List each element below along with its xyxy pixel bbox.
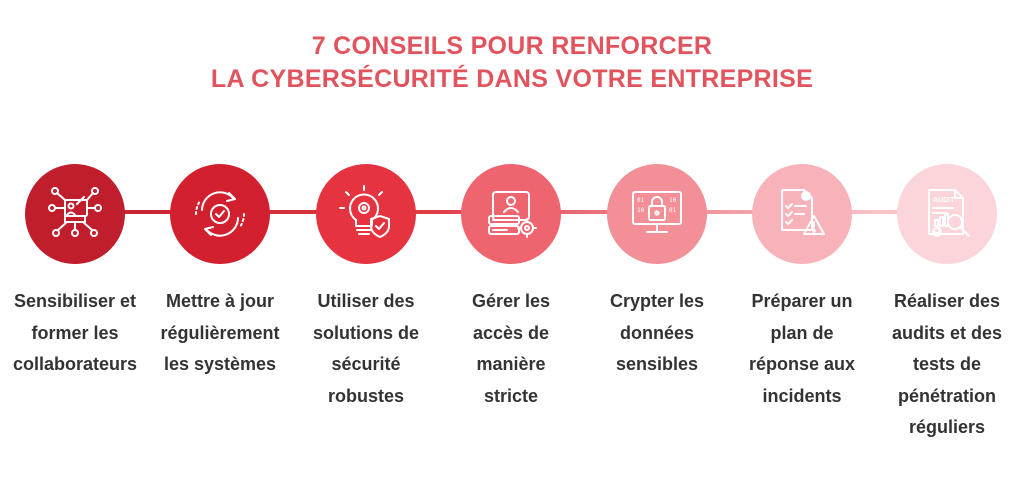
step-2-label: Mettre à jour régulièrement les systèmes <box>146 286 294 381</box>
step-3-label-line: robustes <box>327 385 405 406</box>
step-1-circle <box>25 164 125 264</box>
step-2-label-line: Mettre à jour <box>165 291 275 311</box>
step-7-label-line: tests de <box>912 354 982 374</box>
step-5-label: Crypter les données sensibles <box>583 286 731 381</box>
step-5-label-line: sensibles <box>615 354 699 374</box>
step-1-label-line: former les <box>31 322 119 343</box>
svg-text:01: 01 <box>669 207 677 214</box>
step-2-label-line: les systèmes <box>163 354 277 374</box>
step-4-circle <box>461 164 561 264</box>
step-6-label-line: Préparer un <box>751 291 853 311</box>
step-2: Mettre à jour régulièrement les systèmes <box>146 164 294 381</box>
step-7-label: Réaliser des audits et des tests de pénétra… <box>873 286 1021 444</box>
page-title: 7 CONSEILS POUR RENFORCER LA CYBERSÉCURI… <box>0 30 1024 96</box>
encrypted-lock-icon: 01 10 10 01 <box>632 191 682 233</box>
step-3: Utiliser des solutions de sécurité robustes <box>292 164 440 412</box>
step-6-label-line: réponse aux <box>748 354 856 374</box>
step-5-label-line: Crypter les <box>609 291 705 311</box>
training-network-icon <box>48 187 102 237</box>
step-6: Préparer un plan de réponse aux incidents <box>728 164 876 412</box>
step-2-label-line: régulièrement <box>160 322 280 343</box>
title-line-2: LA CYBERSÉCURITÉ DANS VOTRE ENTREPRISE <box>210 65 814 93</box>
step-4-label-line: stricte <box>483 385 539 406</box>
step-1-label-line: collaborateurs <box>12 354 138 374</box>
step-4-label-line: manière <box>476 354 546 374</box>
step-6-label-line: incidents <box>762 385 842 406</box>
step-7-circle: AUDIT <box>897 164 997 264</box>
access-profile-icon <box>488 191 537 238</box>
lightbulb-shield-icon <box>339 185 390 238</box>
step-3-label: Utiliser des solutions de sécurité robustes <box>292 286 440 412</box>
svg-text:10: 10 <box>669 197 677 204</box>
step-2-circle <box>170 164 270 264</box>
step-1: Sensibiliser et former les collaborateurs <box>1 164 149 381</box>
svg-text:01: 01 <box>637 197 645 204</box>
audit-document-icon: AUDIT <box>928 189 970 237</box>
update-cycle-icon <box>195 191 245 237</box>
incident-checklist-icon <box>781 189 825 235</box>
step-6-label: Préparer un plan de réponse aux incidents <box>728 286 876 412</box>
step-7-label-line: pénétration <box>897 385 996 406</box>
step-4-label-line: accès de <box>472 322 550 343</box>
step-4-label-line: Gérer les <box>471 291 551 311</box>
step-3-label-line: Utiliser des <box>317 291 415 311</box>
step-1-label-line: Sensibiliser et <box>13 291 137 311</box>
step-6-label-line: plan de <box>770 322 834 343</box>
step-6-circle <box>752 164 852 264</box>
step-3-circle <box>316 164 416 264</box>
step-5-label-line: données <box>619 322 694 343</box>
step-4: Gérer les accès de manière stricte <box>437 164 585 412</box>
step-3-label-line: solutions de <box>312 322 419 343</box>
step-7: AUDIT Réaliser des audits et des tests de pé… <box>873 164 1021 444</box>
step-7-label-line: audits et des <box>891 322 1003 343</box>
svg-text:10: 10 <box>637 207 645 214</box>
step-5-circle: 01 10 10 01 <box>607 164 707 264</box>
svg-text:AUDIT: AUDIT <box>933 197 955 204</box>
title-line-1: 7 CONSEILS POUR RENFORCER <box>311 32 713 60</box>
step-4-label: Gérer les accès de manière stricte <box>437 286 585 412</box>
step-7-label-line: Réaliser des <box>893 291 1001 311</box>
step-3-label-line: sécurité <box>331 354 401 374</box>
step-1-label: Sensibiliser et former les collaborateurs <box>1 286 149 381</box>
step-7-label-line: réguliers <box>908 417 986 437</box>
